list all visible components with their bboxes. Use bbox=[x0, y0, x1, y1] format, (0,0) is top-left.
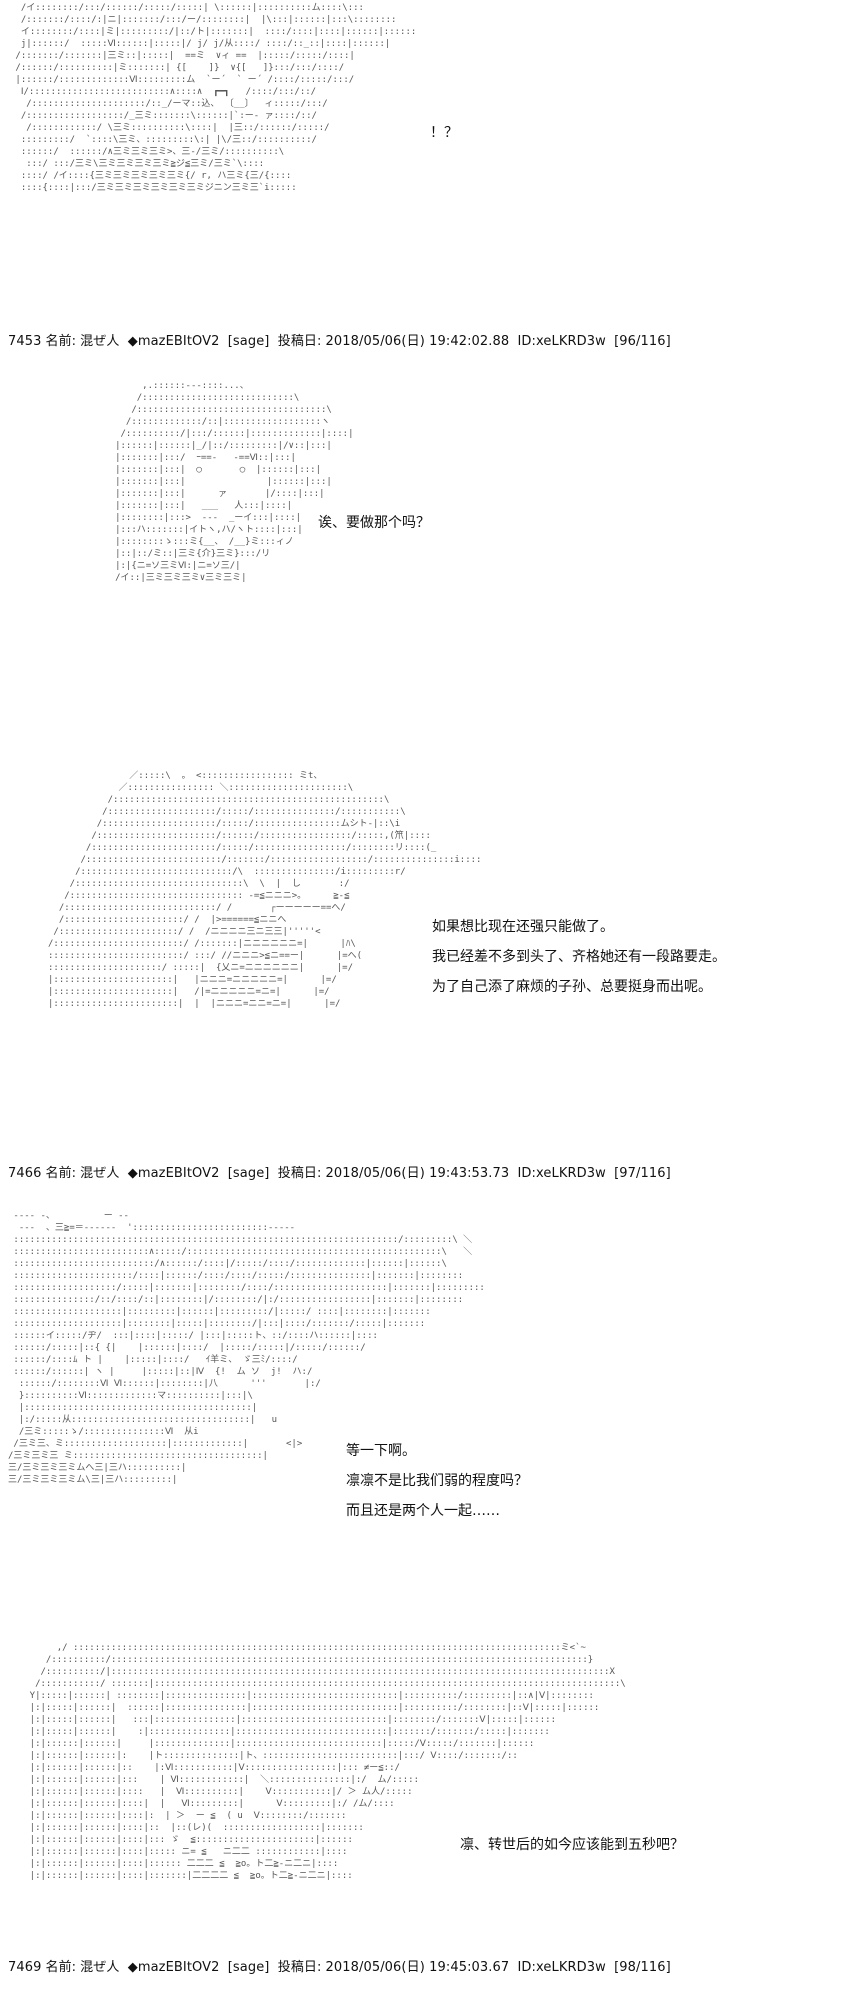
dialog-1: ！？ bbox=[430, 118, 458, 148]
dialog-line: ！？ bbox=[430, 125, 458, 141]
ascii-art-1: /イ::::::::/:::/::::::/:::::/:::::| \::::… bbox=[15, 3, 417, 193]
poster-trip: ◆mazEBItOV2 bbox=[127, 1166, 220, 1181]
dialog-line: 我已经差不多到头了、齐格她还有一段路要走。 bbox=[432, 949, 726, 965]
post-count: [97/116] bbox=[614, 1166, 671, 1181]
dialog-line: 而且还是两个人一起…… bbox=[346, 1503, 500, 1519]
dialog-5: 凛、转世后的如今应该能到五秒吧？ bbox=[460, 1830, 684, 1860]
dialog-line: 凛凛不是比我们弱的程度吗？ bbox=[346, 1473, 528, 1489]
poster-name: 混ぜ人 bbox=[80, 334, 120, 349]
dialog-line: 如果想比现在还强只能做了。 bbox=[432, 919, 614, 935]
poster-mail: [sage] bbox=[227, 1960, 270, 1975]
post-date: 2018/05/06(日) 19:42:02.88 bbox=[325, 334, 510, 349]
ascii-art-3: ／:::::\ 。 <::::::::::::::::: ミt、 ／::::::… bbox=[48, 771, 482, 1009]
dialog-line: 凛、转世后的如今应该能到五秒吧？ bbox=[460, 1837, 684, 1853]
post-count: [96/116] bbox=[614, 334, 671, 349]
name-label: 名前: bbox=[45, 1166, 77, 1181]
poster-name: 混ぜ人 bbox=[80, 1960, 120, 1975]
dialog-4: 等一下啊。 凛凛不是比我们弱的程度吗？ 而且还是两个人一起…… bbox=[346, 1436, 528, 1526]
poster-name: 混ぜ人 bbox=[80, 1166, 120, 1181]
poster-id[interactable]: ID:xeLKRD3w bbox=[517, 1960, 606, 1975]
post-number[interactable]: 7466 bbox=[8, 1166, 42, 1181]
poster-mail: [sage] bbox=[227, 1166, 270, 1181]
dialog-2: 诶、要做那个吗？ bbox=[318, 508, 430, 538]
post-date: 2018/05/06(日) 19:43:53.73 bbox=[325, 1166, 510, 1181]
post-count: [98/116] bbox=[614, 1960, 671, 1975]
ascii-art-4: ‐‐‐‐ ‐、 ー ‐‐ --- 、三≧=＝‐‐‐‐‐‐ '::::::::::… bbox=[8, 1211, 485, 1485]
date-label: 投稿日: bbox=[277, 334, 322, 349]
poster-trip: ◆mazEBItOV2 bbox=[127, 1960, 220, 1975]
dialog-line: 为了自己添了麻烦的子孙、总要挺身而出呢。 bbox=[432, 979, 712, 995]
post-date: 2018/05/06(日) 19:45:03.67 bbox=[325, 1960, 510, 1975]
dialog-line: 等一下啊。 bbox=[346, 1443, 416, 1459]
dialog-3: 如果想比现在还强只能做了。 我已经差不多到头了、齐格她还有一段路要走。 为了自己… bbox=[432, 912, 726, 1002]
ascii-art-2: ,.::::::‐‐‐::::...、 /:::::::::::::::::::… bbox=[115, 381, 354, 583]
dialog-line: 诶、要做那个吗？ bbox=[318, 515, 430, 531]
ascii-art-5: ,/ :::::::::::::::::::::::::::::::::::::… bbox=[29, 1643, 626, 1881]
poster-id[interactable]: ID:xeLKRD3w bbox=[517, 334, 606, 349]
date-label: 投稿日: bbox=[277, 1960, 322, 1975]
name-label: 名前: bbox=[45, 1960, 77, 1975]
post-number[interactable]: 7453 bbox=[8, 334, 42, 349]
poster-trip: ◆mazEBItOV2 bbox=[127, 334, 220, 349]
date-label: 投稿日: bbox=[277, 1166, 322, 1181]
name-label: 名前: bbox=[45, 334, 77, 349]
poster-mail: [sage] bbox=[227, 334, 270, 349]
post-number[interactable]: 7469 bbox=[8, 1960, 42, 1975]
poster-id[interactable]: ID:xeLKRD3w bbox=[517, 1166, 606, 1181]
